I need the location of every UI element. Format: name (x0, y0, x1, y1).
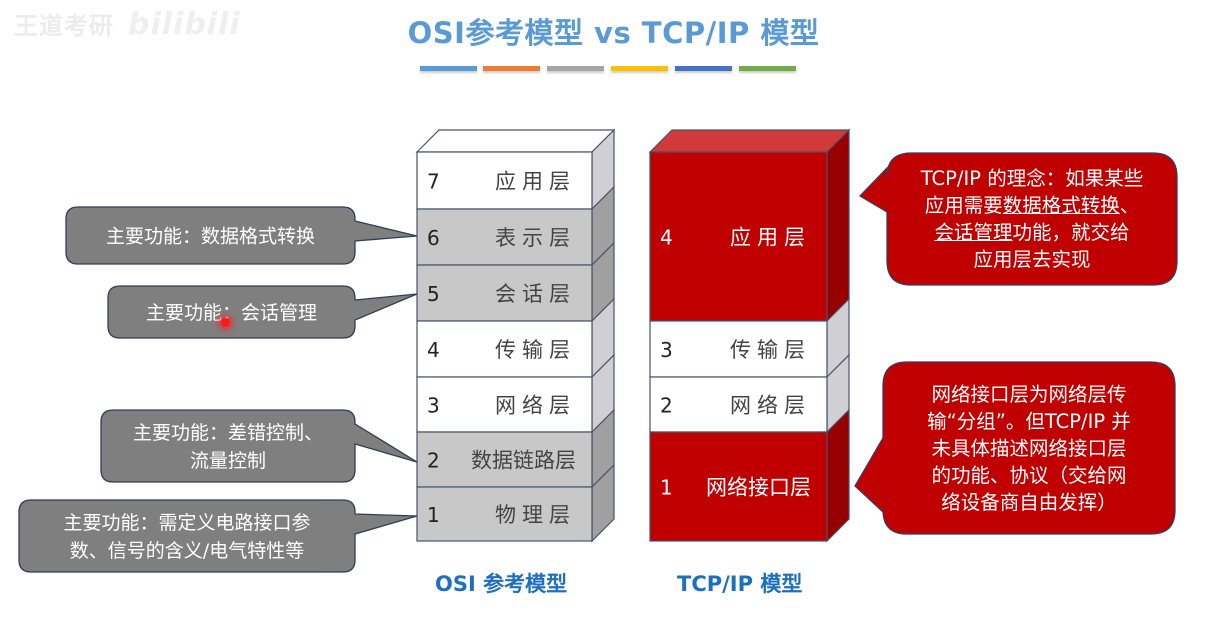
callout-line: TCP/IP 的理念：如果某些 (920, 167, 1144, 190)
callout-network-interface: 网络接口层为网络层传 输“分组”。但TCP/IP 并 未具体描述网络接口层 的功… (883, 362, 1175, 534)
watermark-text: 王道考研 (14, 12, 114, 40)
osi-callout-bubble (100, 409, 418, 483)
tcpip-layer-name: 应用层 (730, 226, 811, 250)
tcpip-layer-name: 网络层 (730, 394, 811, 418)
tcpip-top-face (648, 129, 851, 153)
callout-line: 应用层去实现 (973, 248, 1091, 271)
osi-layer-name: 物理层 (495, 503, 576, 527)
callout-line: 会话管理功能，就交给 (934, 221, 1130, 244)
tcpip-layer-number: 2 (660, 394, 673, 418)
bilibili-logo: bilibili (128, 7, 241, 42)
osi-layer-1 (416, 486, 593, 542)
osi-callout-text: 主要功能：差错控制、 (133, 422, 323, 444)
underlined-term: 数据格式转换 (1002, 194, 1120, 217)
osi-callout-bubble (65, 206, 418, 265)
callout-line: 未具体描述网络接口层 (931, 436, 1127, 460)
tcpip-layer-side (826, 128, 850, 323)
osi-layer-number: 7 (427, 170, 440, 194)
osi-layer-3 (416, 376, 593, 433)
accent-bar (739, 66, 796, 71)
callout-application-philosophy: TCP/IP 的理念：如果某些 应用需要数据格式转换、 会话管理功能，就交给 应… (887, 153, 1177, 285)
slide-title: OSI参考模型 vs TCP/IP 模型 (407, 16, 820, 50)
osi-layer-name: 表示层 (495, 226, 576, 250)
osi-layer-2 (416, 431, 593, 488)
osi-layer-name: 应用层 (495, 170, 576, 194)
osi-callout-text: 主要功能：数据格式转换 (106, 226, 315, 248)
osi-callout-bubble (18, 499, 418, 573)
callout-line: 输“分组”。但TCP/IP 并 (927, 409, 1131, 433)
tcpip-model-label: TCP/IP 模型 (677, 572, 803, 596)
accent-bar (483, 66, 540, 71)
osi-layer-name: 网络层 (495, 394, 576, 418)
accent-bar (675, 66, 732, 71)
tcpip-layer-number: 3 (660, 338, 673, 362)
osi-layer-name: 会话层 (495, 282, 576, 306)
osi-layer-4 (416, 320, 593, 378)
callout-line: 的功能、协议（交给网 (931, 463, 1127, 487)
tcpip-layer-4 (649, 151, 828, 322)
underlined-term: 会话管理 (934, 221, 1013, 244)
osi-callout-bubble (107, 285, 418, 339)
callout-line: 网络接口层为网络层传 (931, 382, 1127, 406)
osi-callout-text: 主要功能：会话管理 (146, 302, 317, 324)
accent-bar (547, 66, 604, 71)
osi-layer-number: 6 (427, 226, 440, 250)
tcpip-layer-name: 网络接口层 (706, 476, 811, 500)
osi-layer-7 (416, 151, 593, 210)
tcpip-callout-network-interface-bubble (854, 361, 1176, 535)
osi-top-face (415, 129, 616, 153)
osi-layer-name: 数据链路层 (471, 449, 576, 473)
tcpip-layer-number: 1 (660, 476, 673, 500)
accent-bar (420, 66, 477, 71)
tcpip-callout-application-bubble (858, 152, 1178, 286)
osi-callout-text: 数、信号的含义/电气特性等 (70, 540, 304, 562)
callout-line: 应用需要数据格式转换、 (924, 194, 1140, 217)
osi-model-label: OSI 参考模型 (435, 572, 568, 596)
tcpip-layer-1 (649, 431, 828, 542)
watermark: 王道考研 bilibili (14, 6, 241, 42)
tcpip-layer-2 (649, 376, 828, 433)
osi-callout-text: 流量控制 (190, 450, 266, 472)
osi-layer-number: 4 (427, 338, 440, 362)
osi-layer-6 (416, 208, 593, 266)
osi-callout-text: 主要功能：需定义电路接口参 (63, 512, 310, 534)
tcpip-layer-3 (649, 320, 828, 378)
osi-layer-number: 3 (427, 394, 440, 418)
osi-layer-number: 2 (427, 449, 440, 473)
osi-layer-number: 1 (427, 503, 440, 527)
osi-layer-name: 传输层 (495, 338, 576, 362)
callout-line: 络设备商自由发挥） (941, 490, 1117, 514)
laser-pointer (221, 318, 230, 327)
tcpip-layer-number: 4 (660, 226, 673, 250)
tcpip-layer-side (826, 408, 850, 543)
osi-layer-number: 5 (427, 282, 440, 306)
tcpip-layer-name: 传输层 (730, 338, 811, 362)
accent-bar (611, 66, 668, 71)
osi-layer-5 (416, 264, 593, 322)
